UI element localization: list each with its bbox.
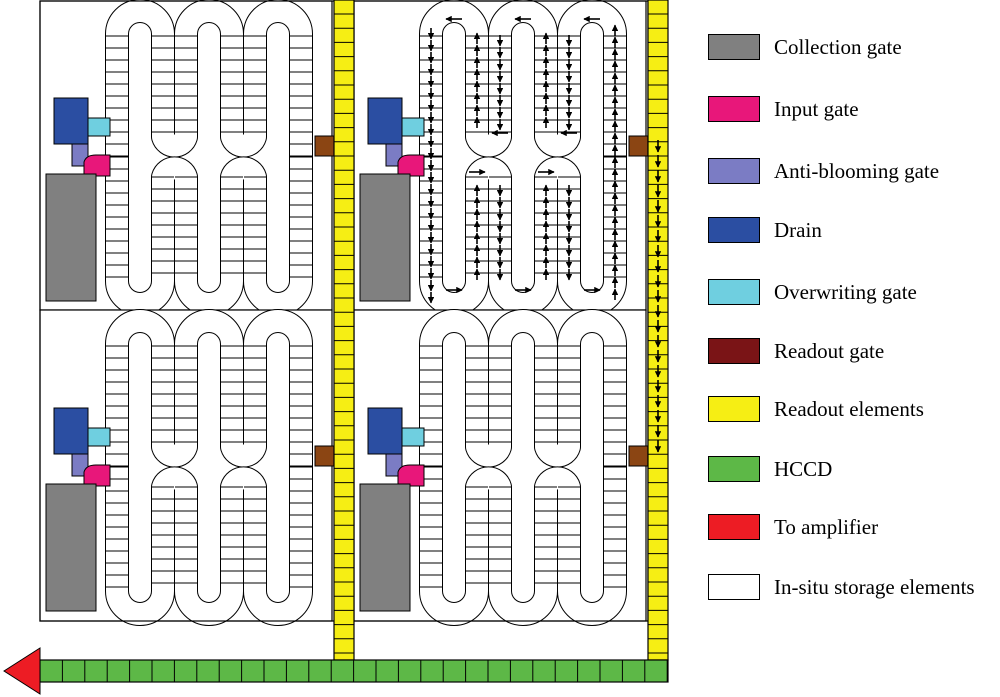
- ccd-pixel-diagram: [3, 0, 669, 695]
- legend-label: To amplifier: [774, 515, 879, 539]
- legend-label: Input gate: [774, 97, 859, 121]
- to-amplifier-arrow: [3, 647, 41, 695]
- legend-label: Collection gate: [774, 35, 902, 59]
- storage-channel: [420, 0, 626, 157]
- anti-blooming-gate-swatch: [708, 158, 760, 184]
- collection-gate-swatch: [708, 34, 760, 60]
- collection-gate: [45, 483, 97, 612]
- pixel-cell: [353, 309, 649, 626]
- pixel-cells: [39, 0, 669, 661]
- readout-gate: [628, 135, 649, 157]
- overwriting-gate: [401, 427, 425, 447]
- anti-blooming-gate: [385, 143, 403, 167]
- in-situ-storage-swatch: [708, 574, 760, 600]
- collection-gate: [45, 173, 97, 302]
- legend-label: Readout gate: [774, 339, 885, 363]
- readout-gate-swatch: [708, 338, 760, 364]
- storage-channel: [106, 0, 312, 157]
- drain: [53, 97, 89, 145]
- legend-item: Readout gate: [708, 336, 1000, 366]
- charge-transfer-arrows: [427, 15, 662, 453]
- readout-column: [333, 0, 355, 661]
- hccd-swatch: [708, 456, 760, 482]
- anti-blooming-gate: [71, 143, 89, 167]
- legend-label: Overwriting gate: [774, 280, 917, 304]
- drain-swatch: [708, 217, 760, 243]
- legend-item: Anti-blooming gate: [708, 156, 1000, 186]
- input-gate: [83, 154, 111, 177]
- overwriting-gate: [87, 117, 111, 137]
- legend-item: HCCD: [708, 454, 1000, 484]
- drain: [53, 407, 89, 455]
- overwriting-gate-swatch: [708, 279, 760, 305]
- anti-blooming-gate: [385, 453, 403, 477]
- storage-channel: [420, 310, 626, 467]
- legend-item: Collection gate: [708, 32, 1000, 62]
- storage-channel: [106, 157, 312, 315]
- pixel-cell: [39, 0, 335, 316]
- legend-label: Anti-blooming gate: [774, 159, 940, 183]
- drain: [367, 97, 403, 145]
- legend-item: Readout elements: [708, 394, 1000, 424]
- readout-gate: [628, 445, 649, 467]
- storage-channel: [420, 157, 626, 315]
- to-amplifier-swatch: [708, 514, 760, 540]
- input-gate: [397, 464, 425, 487]
- collection-gate: [359, 483, 411, 612]
- legend-label: Drain: [774, 218, 822, 242]
- drain: [367, 407, 403, 455]
- anti-blooming-gate: [71, 453, 89, 477]
- overwriting-gate: [401, 117, 425, 137]
- legend-label: In-situ storage elements: [774, 575, 975, 599]
- readout-gate: [314, 445, 335, 467]
- storage-channel: [420, 467, 626, 625]
- overwriting-gate: [87, 427, 111, 447]
- readout-elements-swatch: [708, 396, 760, 422]
- readout-gate: [314, 135, 335, 157]
- storage-channel: [106, 467, 312, 625]
- input-gate-swatch: [708, 96, 760, 122]
- pixel-cell: [353, 0, 649, 316]
- pixel-cell: [39, 309, 335, 626]
- input-gate: [83, 464, 111, 487]
- legend-item: Input gate: [708, 94, 1000, 124]
- storage-channel: [106, 310, 312, 467]
- collection-gate: [359, 173, 411, 302]
- legend-item: Overwriting gate: [708, 277, 1000, 307]
- legend-item: To amplifier: [708, 512, 1000, 542]
- hccd-register: [3, 647, 669, 695]
- legend-item: In-situ storage elements: [708, 572, 1000, 602]
- legend-item: Drain: [708, 215, 1000, 245]
- legend-label: HCCD: [774, 457, 833, 481]
- input-gate: [397, 154, 425, 177]
- legend-label: Readout elements: [774, 397, 924, 421]
